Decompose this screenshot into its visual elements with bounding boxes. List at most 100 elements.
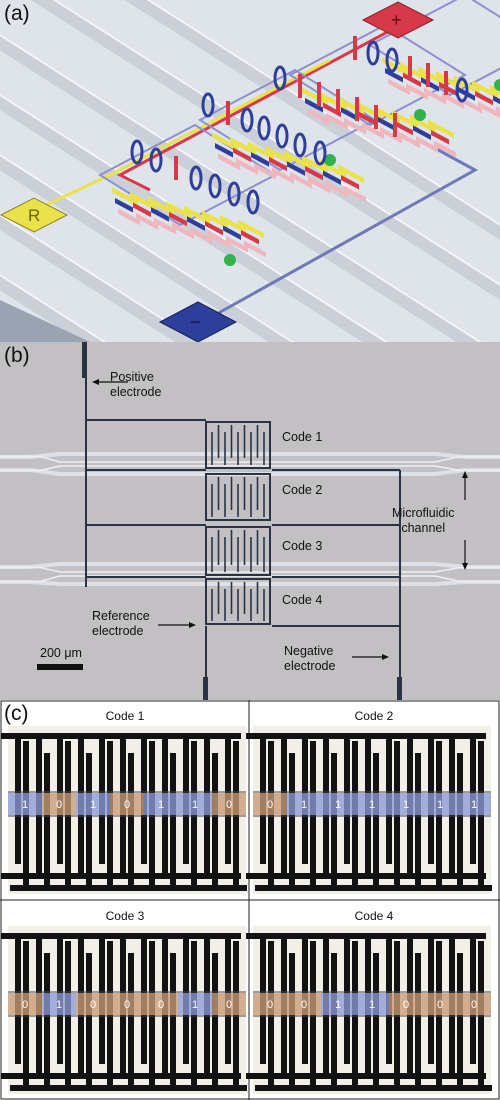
code-1-label: Code 1: [282, 430, 323, 444]
comb-block-2: [205, 473, 271, 521]
reference-pad-body: [0, 197, 69, 233]
chip-3d-illustration: +R−: [0, 0, 500, 342]
bit-segment: [42, 793, 76, 815]
panel-c-label: (c): [4, 702, 29, 725]
bit-segment: [8, 793, 42, 815]
comb-block-4: [205, 578, 271, 625]
bit-segment: [253, 993, 287, 1015]
yellow-finger: [418, 66, 444, 86]
pink-finger: [478, 101, 500, 119]
bit-ring: [366, 40, 380, 66]
channel-rail-highlight: [52, 0, 500, 286]
electrode-finger: [115, 197, 133, 213]
bit-value: 0: [56, 799, 62, 811]
electrode-finger: [493, 95, 500, 110]
bit-segment: [144, 793, 178, 815]
electrode-finger: [269, 156, 287, 172]
bit-ring: [201, 92, 215, 118]
positive-pad-symbol: +: [391, 10, 402, 30]
code-module-3: [287, 23, 468, 158]
yellow-finger: [392, 110, 418, 130]
bit-value: 0: [90, 999, 96, 1011]
comb-frame: [205, 526, 271, 576]
bit-segment: [42, 993, 76, 1015]
bit-segment: [423, 993, 457, 1015]
bit-value: 1: [437, 799, 443, 811]
pink-finger: [308, 176, 330, 194]
pink-finger: [226, 235, 248, 253]
channel-rail: [30, 0, 500, 300]
bit-segment: [212, 993, 246, 1015]
electrode-finger: [187, 216, 205, 231]
electrode-finger: [205, 220, 223, 236]
yellow-finger: [284, 150, 310, 170]
channel-arrowhead-down: [462, 563, 468, 570]
green-marker: [324, 154, 336, 166]
pink-finger: [344, 185, 366, 203]
pink-finger: [218, 153, 240, 171]
bit-value: 1: [403, 799, 409, 811]
bit-segment: [355, 793, 389, 815]
pink-finger: [308, 108, 330, 126]
panel-a-3d-render: +R− (a): [0, 0, 500, 342]
channel-inner: [0, 465, 500, 472]
panel-a-label: (a): [4, 2, 30, 25]
bit-segment: [287, 993, 321, 1015]
negative-pad-symbol: −: [190, 312, 201, 332]
bit-bar: [426, 63, 430, 87]
comb-frame: [205, 473, 271, 521]
electrode-finger: [151, 207, 169, 222]
green-marker: [494, 79, 500, 91]
yellow-finger: [184, 205, 210, 225]
bit-value: 0: [158, 999, 164, 1011]
electrode-finger: [233, 147, 251, 163]
electrode-finger: [241, 229, 259, 245]
yellow-finger: [338, 164, 364, 184]
negative-bus-line: [214, 138, 479, 317]
panel-b-micrograph: (b) Positive electrode Code 1 Code 2 Cod…: [0, 342, 500, 700]
code-2-title: Code 2: [354, 709, 394, 723]
electrode-finger: [251, 152, 269, 167]
negative-electrode-label: Negative electrode: [284, 644, 336, 673]
bit-value: 1: [158, 799, 164, 811]
bit-value: 0: [267, 799, 273, 811]
bit-ring: [208, 173, 222, 199]
channel-rail-highlight: [0, 153, 295, 342]
bit-value: 1: [335, 799, 341, 811]
bit-segment: [321, 993, 355, 1015]
negative-electrode-lead: [397, 677, 402, 700]
yellow-finger: [400, 61, 426, 81]
bit-ring: [273, 65, 287, 91]
positive-electrode-lead: [82, 342, 87, 378]
microfluidic-channel-edge: [0, 580, 500, 586]
pink-finger: [172, 222, 194, 239]
yellow-finger: [220, 214, 246, 234]
scale-bar: [37, 664, 83, 670]
bit-segment: [76, 993, 110, 1015]
reference-arrowhead: [189, 622, 196, 628]
yellow-finger: [202, 210, 228, 230]
electrode-finger: [133, 202, 151, 218]
channel-rail: [124, 0, 500, 240]
microfluidic-channel-label: Microfluidic channel: [392, 506, 455, 535]
bit-segment: [178, 993, 212, 1015]
pink-finger: [290, 171, 312, 189]
pink-finger: [416, 135, 438, 153]
channel-arrowhead-up: [462, 471, 468, 478]
bit-ring: [149, 147, 163, 173]
electrode-finger: [323, 102, 341, 118]
bit-value: 0: [437, 999, 443, 1011]
bit-value: 1: [369, 799, 375, 811]
channel-inner: [0, 566, 500, 573]
pink-finger: [362, 122, 384, 139]
bit-ring: [240, 107, 254, 133]
pink-finger: [154, 217, 176, 235]
bit-ring: [275, 123, 289, 149]
comb-frame: [205, 578, 271, 625]
pink-finger: [326, 113, 348, 130]
bit-value: 1: [192, 799, 198, 811]
